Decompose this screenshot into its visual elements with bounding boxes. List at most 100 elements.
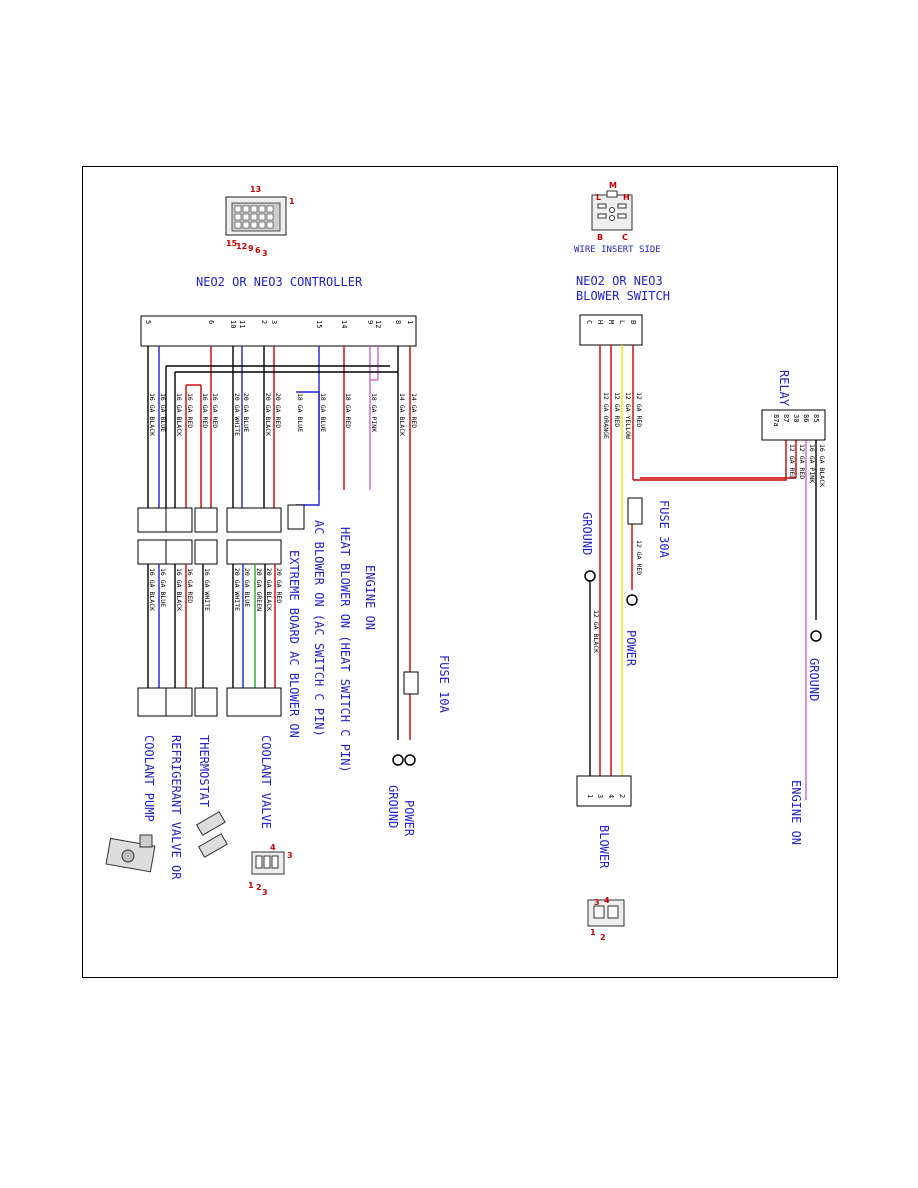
- label-fuse-10a: FUSE 10A: [437, 655, 451, 714]
- svg-text:1: 1: [248, 881, 254, 890]
- label-engine-on-right: ENGINE ON: [789, 780, 803, 845]
- relay-wire-label: 16 GA PINK: [808, 444, 816, 483]
- lower-wire-label: 20 GA WHITE: [233, 568, 241, 611]
- controller-wire-label: 18 GA BLUE: [319, 393, 327, 432]
- lower-wire-label: 16 GA RED: [186, 568, 194, 603]
- power-ring-icon: [404, 754, 416, 766]
- thermostat-connector-icon: [195, 811, 228, 858]
- lower-wire-label: 20 GA BLUE: [243, 568, 251, 607]
- relay-pin: 85: [812, 414, 820, 422]
- svg-text:2: 2: [256, 883, 262, 892]
- fuse-10a-icon: [403, 671, 419, 695]
- controller-wire-label: 16 GA RED: [211, 393, 219, 428]
- controller-pin: 2: [260, 320, 268, 324]
- label-ground-right: GROUND: [807, 658, 821, 701]
- insert-letter-l: L: [596, 193, 601, 202]
- relay-title: RELAY: [777, 370, 791, 407]
- conn-num-3: 3: [262, 249, 268, 258]
- relay-wire-label: 12 GA RED: [798, 444, 806, 479]
- svg-text:4: 4: [270, 843, 276, 852]
- insert-letter-c: C: [622, 233, 628, 242]
- controller-title: NEO2 OR NEO3 CONTROLLER: [196, 275, 363, 289]
- blower-conn-3: 3: [594, 898, 600, 907]
- controller-pin: 15: [315, 320, 323, 328]
- blower-switch-pin: B: [629, 320, 637, 324]
- controller-wire-label: 14 GA BLACK: [398, 393, 406, 436]
- blower-conn-2: 2: [600, 933, 606, 942]
- blower-switch-title-1: NEO2 OR NEO3: [576, 274, 663, 288]
- diagram-frame: [82, 166, 838, 978]
- blower-switch-wire-label: 12 GA YELLOW: [624, 392, 632, 439]
- controller-wire-label: 20 GA RED: [274, 393, 282, 428]
- controller-connector-icon: [225, 196, 287, 236]
- label-engine-on-left: ENGINE ON: [363, 565, 377, 630]
- controller-pin: 9: [366, 320, 374, 324]
- label-coolant-valve: COOLANT VALVE: [259, 735, 273, 829]
- label-heat-blower: HEAT BLOWER ON (HEAT SWITCH C PIN): [338, 527, 352, 773]
- controller-pin: 1: [406, 320, 414, 324]
- controller-pin: 11: [238, 320, 246, 328]
- lower-wire-label: 16 GA WHITE: [203, 568, 211, 611]
- controller-wire-label: 16 GA RED: [201, 393, 209, 428]
- controller-pin: 10: [229, 320, 237, 328]
- blower-connector-icon: [587, 899, 625, 927]
- svg-text:3: 3: [287, 851, 293, 860]
- label-ground-left: GROUND: [386, 785, 400, 828]
- lower-wire-label: 16 GA BLACK: [148, 568, 156, 611]
- conn-num-1: 1: [289, 197, 295, 206]
- relay-pin: 86: [802, 414, 810, 422]
- controller-pin: 3: [270, 320, 278, 324]
- blower-switch-pin: L: [618, 320, 626, 324]
- label-extreme-board: EXTREME BOARD AC BLOWER ON: [287, 550, 301, 738]
- power-ring-right-icon: [626, 594, 638, 606]
- blower-switch-pin: H: [596, 320, 604, 324]
- relay-pin: 87: [782, 414, 790, 422]
- blower-switch-wire-label: 12 GA RED: [635, 392, 643, 427]
- blower-pin: 4: [607, 794, 615, 798]
- relay-header: [761, 409, 826, 441]
- controller-wire-label: 18 GA RED: [344, 393, 352, 428]
- svg-text:3: 3: [262, 888, 268, 897]
- controller-wire-label: 20 GA BLUE: [242, 393, 250, 432]
- blower-switch-wire-label: 12 GA ORANGE: [602, 392, 610, 439]
- ground-ring-icon: [392, 754, 404, 766]
- fuse-30a-icon: [627, 497, 643, 525]
- blower-switch-header: [579, 314, 643, 346]
- wire-insert-icon: [591, 190, 633, 231]
- conn-num-9: 9: [248, 244, 254, 253]
- relay-pin: 87a: [772, 414, 780, 427]
- bottom-connectors: [137, 687, 282, 717]
- label-blower: BLOWER: [597, 825, 611, 869]
- blower-pin: 1: [586, 794, 594, 798]
- ground-right-ring-icon: [810, 630, 822, 642]
- blower-conn-4: 4: [604, 896, 610, 905]
- controller-wire-label: 20 GA WHITE: [233, 393, 241, 436]
- controller-wire-label: 18 GA BLUE: [296, 393, 304, 432]
- blower-connector: [576, 775, 632, 807]
- label-power-left: POWER: [402, 800, 416, 837]
- blower-switch-pin: C: [585, 320, 593, 324]
- controller-header: [140, 315, 417, 347]
- conn-num-12: 12: [236, 242, 247, 251]
- label-fuse-30a: FUSE 30A: [657, 500, 671, 559]
- label-power-right: POWER: [624, 630, 638, 667]
- lower-wire-label: 20 GA GREEN: [255, 568, 263, 611]
- controller-wire-label: 16 GA BLACK: [148, 393, 156, 436]
- label-thermostat: THERMOSTAT: [197, 735, 211, 807]
- label-ac-blower: AC BLOWER ON (AC SWITCH C PIN): [312, 520, 326, 737]
- controller-pin: 5: [144, 320, 152, 324]
- controller-wire-label: 16 GA BLUE: [159, 393, 167, 432]
- controller-wire-label: 16 GA BLACK: [175, 393, 183, 436]
- insert-letter-m: M: [609, 181, 617, 190]
- controller-pin: 12: [374, 320, 382, 328]
- controller-pin: 14: [340, 320, 348, 328]
- controller-wire-label: 20 GA BLACK: [264, 393, 272, 436]
- controller-wire-label: 16 GA RED: [186, 393, 194, 428]
- relay-wire-label: 16 GA BLACK: [818, 444, 826, 487]
- label-refrigerant-valve: REFRIGERANT VALVE OR: [169, 735, 183, 880]
- lower-wire-label: 16 GA BLACK: [175, 568, 183, 611]
- blower-pin: 2: [618, 794, 626, 798]
- blower-switch-wire-label: 12 GA RED: [613, 392, 621, 427]
- lower-wire-label: 20 GA BLACK: [265, 568, 273, 611]
